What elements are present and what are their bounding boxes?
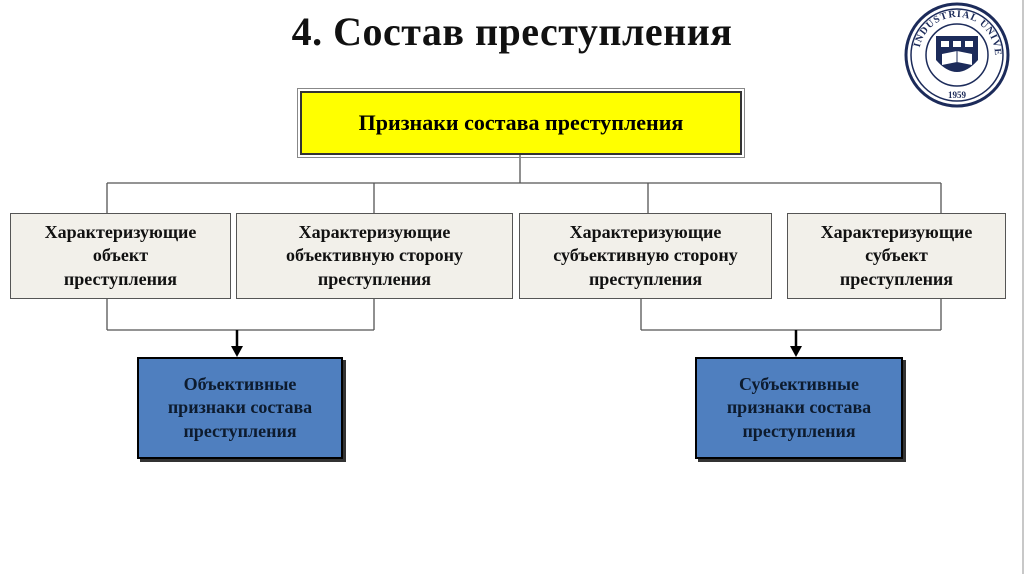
node-line: преступления <box>742 420 856 441</box>
node-line: преступления <box>588 268 703 289</box>
node-line: Характеризующие <box>569 221 722 242</box>
node-line: Объективные <box>183 373 297 394</box>
node-line: объективную сторону <box>286 245 463 266</box>
root-node-label: Признаки состава преступления <box>358 109 684 135</box>
node-line: Характеризующие <box>820 221 973 242</box>
root-node: Признаки состава преступления <box>297 88 745 158</box>
node-line: преступления <box>183 420 297 441</box>
slide-title: 4. Состав преступления <box>291 9 733 54</box>
node-line: Характеризующие <box>44 221 197 242</box>
node-line: объект <box>92 245 149 266</box>
node-line: преступления <box>839 268 954 289</box>
node-line: преступления <box>317 268 432 289</box>
university-emblem-icon: RUDNY INDUSTRIAL UNIVERSITY 1959 <box>902 2 1010 108</box>
subject-characteristic-node: Характеризующие субъект преступления <box>787 213 1006 299</box>
objective-side-characteristic-node: Характеризующие объективную сторону прес… <box>236 213 513 299</box>
node-line: субъект <box>865 245 928 266</box>
node-line: Субъективные <box>738 373 860 394</box>
subjective-features-node: Субъективные признаки состава преступлен… <box>695 357 903 459</box>
node-line: признаки состава <box>167 397 313 418</box>
node-line: Характеризующие <box>298 221 451 242</box>
node-line: преступления <box>63 268 178 289</box>
object-characteristic-node: Характеризующие объект преступления <box>10 213 231 299</box>
node-line: субъективную сторону <box>553 245 738 266</box>
logo-year: 1959 <box>948 90 967 100</box>
node-line: признаки состава <box>726 397 872 418</box>
slide-frame-edge <box>1022 0 1024 574</box>
objective-features-node: Объективные признаки состава преступлени… <box>137 357 343 459</box>
subjective-side-characteristic-node: Характеризующие субъективную сторону пре… <box>519 213 772 299</box>
